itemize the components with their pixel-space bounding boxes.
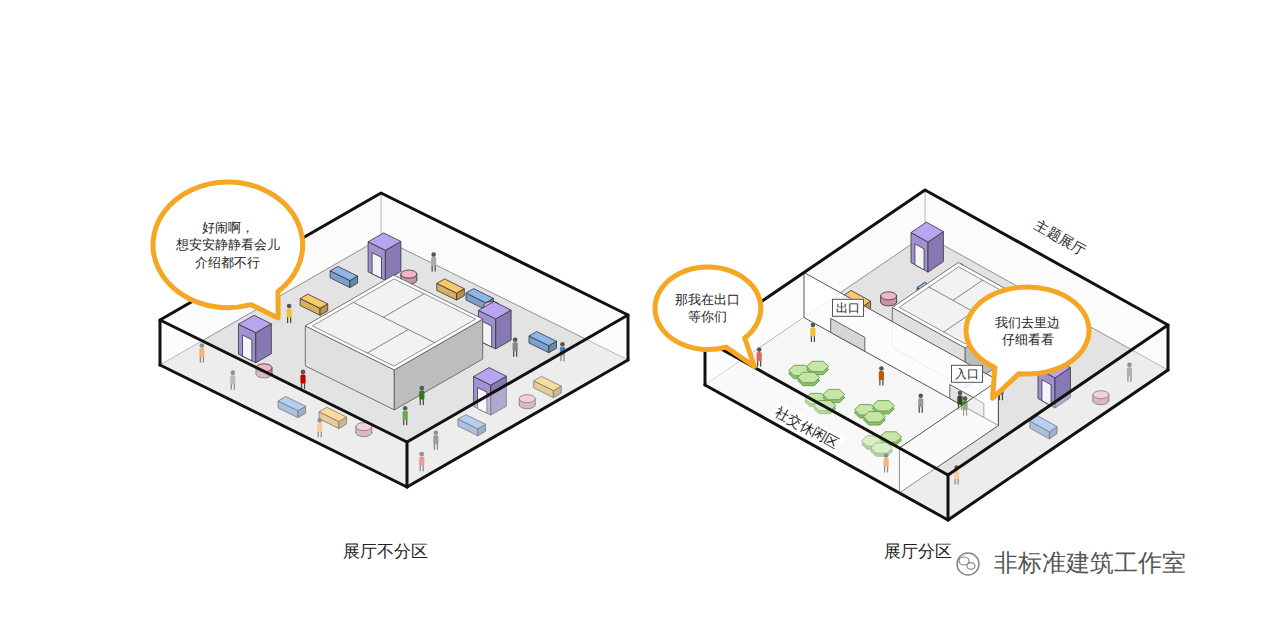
watermark-icon — [967, 563, 975, 570]
exhibit-room — [312, 279, 475, 366]
exhibit-room — [367, 330, 408, 353]
display-booth — [478, 302, 511, 319]
right-hall — [705, 190, 1168, 520]
visitor-figure — [300, 374, 305, 383]
bubble-shape — [963, 284, 1092, 377]
bubble-outline — [153, 182, 303, 318]
display-booth — [239, 315, 272, 332]
lounge-seat — [807, 361, 829, 371]
visitor-figure — [287, 304, 292, 309]
hall-outline — [947, 475, 950, 520]
lounge-seat — [798, 372, 820, 382]
bubble-text: 好闹啊， 想安安静静看会儿 介绍都不行 — [172, 219, 284, 270]
bench — [330, 266, 358, 280]
visitor-figure — [513, 337, 518, 342]
exhibit-room — [305, 275, 482, 370]
visitor-figure — [431, 257, 436, 266]
speech-bubble: 好闹啊， 想安安静静看会儿 介绍都不行 — [150, 179, 306, 311]
hall-outline — [160, 365, 407, 487]
visitor-figure — [419, 391, 424, 400]
visitor-figure — [403, 411, 408, 420]
watermark-text: 非标准建筑工作室 — [994, 549, 1186, 578]
bubble-outline — [655, 267, 761, 366]
visitor-figure — [810, 328, 815, 337]
visitor-figure — [757, 347, 762, 352]
hall-outline — [407, 360, 628, 487]
hall-outline — [1167, 325, 1170, 370]
display-booth — [915, 244, 924, 270]
visitor-figure — [431, 252, 436, 257]
stool — [881, 292, 897, 300]
lounge-seat — [823, 389, 845, 399]
exit-door — [831, 318, 865, 351]
glass-wall — [407, 315, 628, 487]
visitor-figure — [301, 370, 306, 375]
visitor-figure — [879, 366, 884, 371]
lounge-seat — [872, 401, 894, 411]
visitor-figure — [958, 391, 963, 396]
bubble-text: 那我在出口 等你们 — [672, 291, 744, 325]
visitor-figure — [513, 342, 518, 351]
visitor-figure — [811, 323, 816, 328]
glass-wall — [160, 320, 407, 487]
visitor-figure — [918, 398, 923, 407]
bench — [466, 289, 493, 303]
hall-outline — [627, 315, 630, 360]
hall-outline — [705, 190, 1168, 475]
watermark-icon — [957, 553, 979, 575]
bubble-shape — [652, 264, 764, 353]
visitor-figure — [420, 386, 425, 391]
display-booth — [243, 335, 252, 361]
glass-wall — [705, 340, 948, 520]
watermark-icon — [957, 553, 979, 575]
visitor-figure — [286, 308, 291, 317]
exhibit-room — [953, 280, 983, 300]
visitor-figure — [403, 406, 408, 411]
display-booth — [911, 222, 943, 242]
display-booth — [482, 321, 491, 347]
bench — [300, 294, 328, 308]
lounge-seat — [863, 412, 885, 422]
display-booth — [474, 368, 507, 386]
visitor-figure — [757, 352, 762, 361]
bubble-text: 我们去里边 仔细看看 — [983, 314, 1073, 348]
hall-outline — [406, 442, 409, 487]
sign-label: 出口 — [832, 299, 864, 317]
speech-bubble: 那我在出口 等你们 — [652, 264, 764, 353]
visitor-figure — [957, 396, 962, 405]
display-booth — [368, 233, 401, 250]
visitor-figure — [918, 394, 923, 399]
caption: 展厅不分区 — [343, 541, 428, 561]
hall-outline — [159, 320, 162, 365]
hall-outline — [160, 193, 628, 442]
visitor-figure — [560, 342, 565, 347]
display-booth — [1042, 380, 1051, 406]
bench — [437, 279, 465, 293]
caption: 展厅分区 — [884, 541, 952, 561]
hall-outline — [948, 370, 1168, 520]
bench — [529, 332, 557, 346]
bubble-outline — [966, 287, 1089, 398]
exhibit-room — [383, 294, 424, 317]
visitor-figure — [963, 396, 968, 401]
speech-bubble: 我们去里边 仔细看看 — [963, 284, 1092, 377]
sign-label: 入口 — [951, 365, 983, 383]
visitor-figure — [879, 371, 884, 380]
display-booth — [372, 253, 381, 279]
stool — [401, 270, 417, 278]
exhibit-room — [353, 302, 435, 342]
hall-outline — [705, 385, 948, 520]
